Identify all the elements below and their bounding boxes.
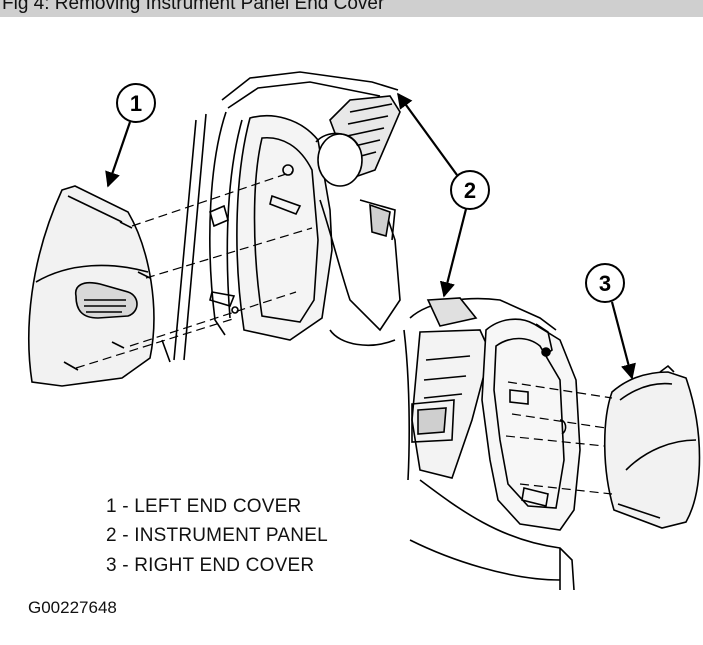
figure-title-bar: Fig 4: Removing Instrument Panel End Cov… (0, 0, 703, 17)
legend-item-left-end-cover: 1 - LEFT END COVER (106, 496, 302, 517)
left-instrument-panel-drawing (161, 71, 401, 363)
callout-3-number: 3 (599, 271, 611, 296)
right-end-cover-drawing (603, 364, 701, 529)
callout-2: 2 (397, 92, 490, 298)
callout-1: 1 (105, 83, 156, 188)
callout-3: 3 (585, 263, 636, 380)
left-end-cover-drawing (28, 185, 155, 387)
callout-2-number: 2 (464, 178, 476, 203)
right-alignment-lines (505, 381, 613, 495)
left-alignment-lines (75, 171, 313, 369)
legend-item-right-end-cover: 3 - RIGHT END COVER (106, 555, 315, 576)
figure-title: Fig 4: Removing Instrument Panel End Cov… (2, 0, 385, 14)
figure-code: G00227648 (28, 598, 117, 617)
right-instrument-panel-drawing (403, 297, 581, 591)
callout-1-number: 1 (130, 91, 142, 116)
legend-item-instrument-panel: 2 - INSTRUMENT PANEL (106, 525, 328, 546)
